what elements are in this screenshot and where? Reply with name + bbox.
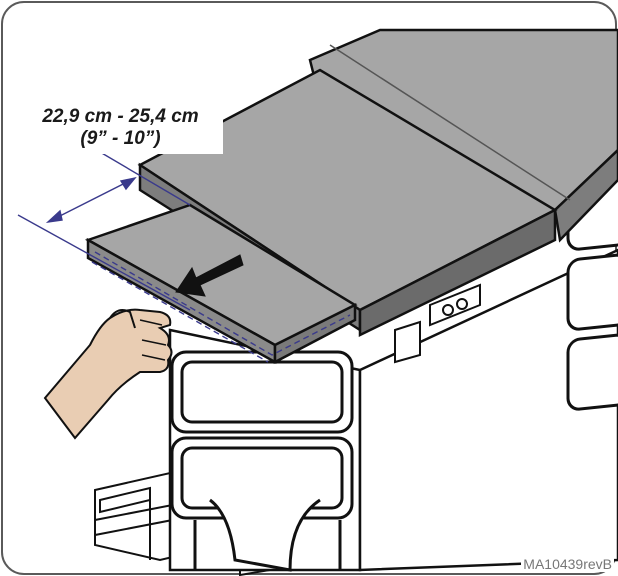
dimension-label: 22,9 cm - 25,4 cm (9” - 10”) <box>18 104 223 154</box>
dimension-lines <box>17 151 191 311</box>
table-back-section <box>308 28 618 243</box>
dimension-imperial: (9” - 10”) <box>80 128 161 149</box>
front-drawers <box>170 350 354 572</box>
dimension-metric: 22,9 cm - 25,4 cm <box>42 106 199 127</box>
hand-icon <box>43 308 173 440</box>
document-code: MA10439revB <box>521 556 614 572</box>
pull-direction-arrow-icon <box>175 254 244 297</box>
control-panel <box>394 283 481 364</box>
